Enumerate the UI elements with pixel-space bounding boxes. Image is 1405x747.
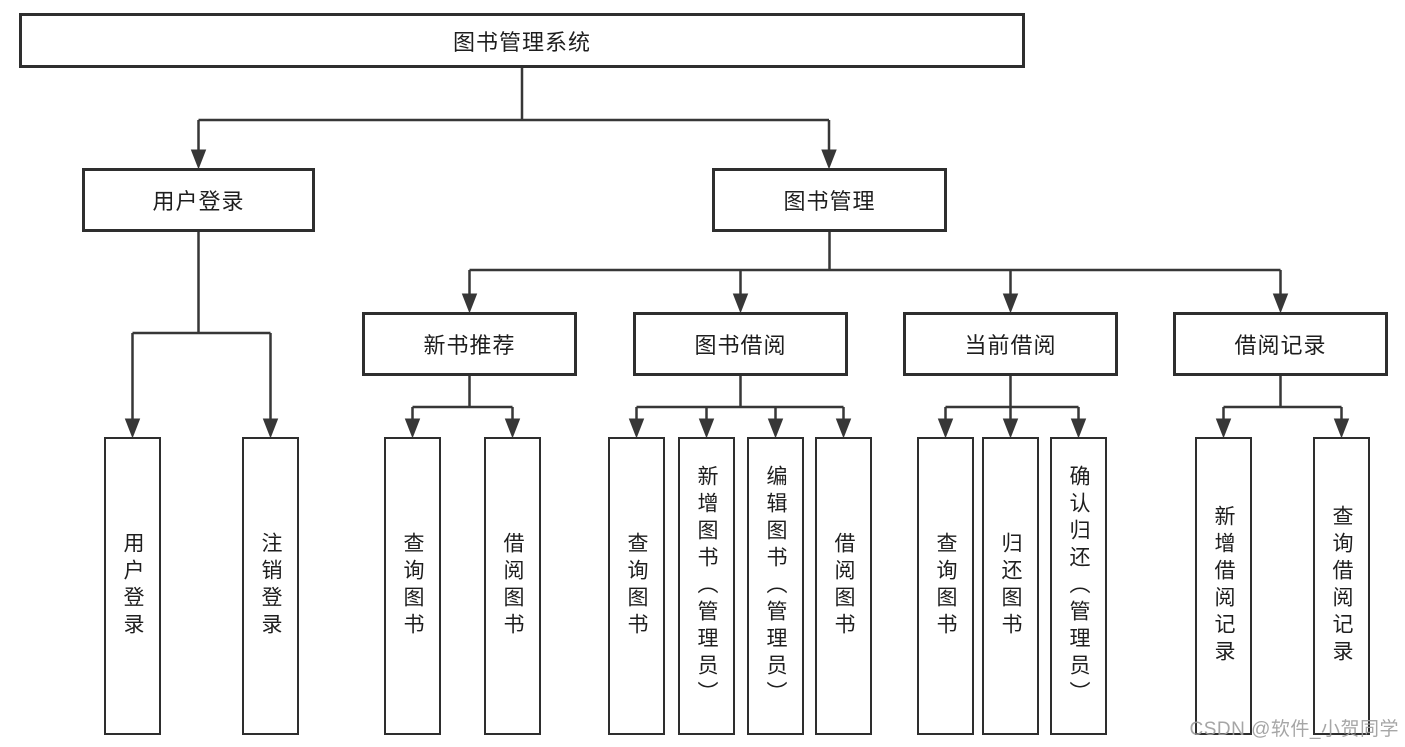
node-current-borrow: 当前借阅: [903, 312, 1118, 376]
watermark: CSDN @软件_小贺同学: [1189, 719, 1399, 740]
leaf-add-books-admin: 新增图书（管理员）: [678, 437, 735, 735]
leaf-edit-books-admin: 编辑图书（管理员）: [747, 437, 804, 735]
leaf-query-books-recommend: 查询图书: [384, 437, 441, 735]
node-user-login: 用户登录: [82, 168, 315, 232]
node-label: 新书推荐: [423, 333, 516, 358]
node-label: 用户登录: [121, 532, 144, 640]
leaf-borrow-books: 借阅图书: [815, 437, 872, 735]
leaf-add-borrow-record: 新增借阅记录: [1195, 437, 1252, 735]
node-label: 查询图书: [401, 532, 424, 640]
node-label: 借阅图书: [501, 532, 524, 640]
node-label: 注销登录: [259, 532, 282, 640]
node-library-system: 图书管理系统: [19, 13, 1025, 68]
leaf-return-books: 归还图书: [982, 437, 1039, 735]
node-label: 当前借阅: [964, 333, 1057, 358]
leaf-confirm-return-admin: 确认归还（管理员）: [1050, 437, 1107, 735]
node-book-borrow: 图书借阅: [633, 312, 848, 376]
leaf-query-books-borrow: 查询图书: [608, 437, 665, 735]
node-new-book-recommend: 新书推荐: [362, 312, 577, 376]
node-label: 新增图书（管理员）: [695, 464, 718, 708]
node-label: 图书管理系统: [452, 29, 591, 55]
node-label: 图书借阅: [694, 333, 787, 358]
node-label: 查询借阅记录: [1330, 505, 1353, 667]
node-book-management: 图书管理: [712, 168, 947, 232]
node-label: 借阅记录: [1234, 333, 1327, 358]
node-label: 编辑图书（管理员）: [764, 464, 787, 708]
node-label: 新增借阅记录: [1212, 505, 1235, 667]
leaf-user-login: 用户登录: [104, 437, 161, 735]
leaf-query-books-current: 查询图书: [917, 437, 974, 735]
node-label: 确认归还（管理员）: [1067, 464, 1090, 708]
leaf-logout: 注销登录: [242, 437, 299, 735]
leaf-borrow-books-recommend: 借阅图书: [484, 437, 541, 735]
node-label: 图书管理: [783, 189, 876, 214]
node-label: 归还图书: [999, 532, 1022, 640]
node-label: 借阅图书: [832, 532, 855, 640]
node-label: 用户登录: [152, 189, 245, 214]
leaf-query-borrow-record: 查询借阅记录: [1313, 437, 1370, 735]
node-borrow-records: 借阅记录: [1173, 312, 1388, 376]
node-label: 查询图书: [625, 532, 648, 640]
node-label: 查询图书: [934, 532, 957, 640]
